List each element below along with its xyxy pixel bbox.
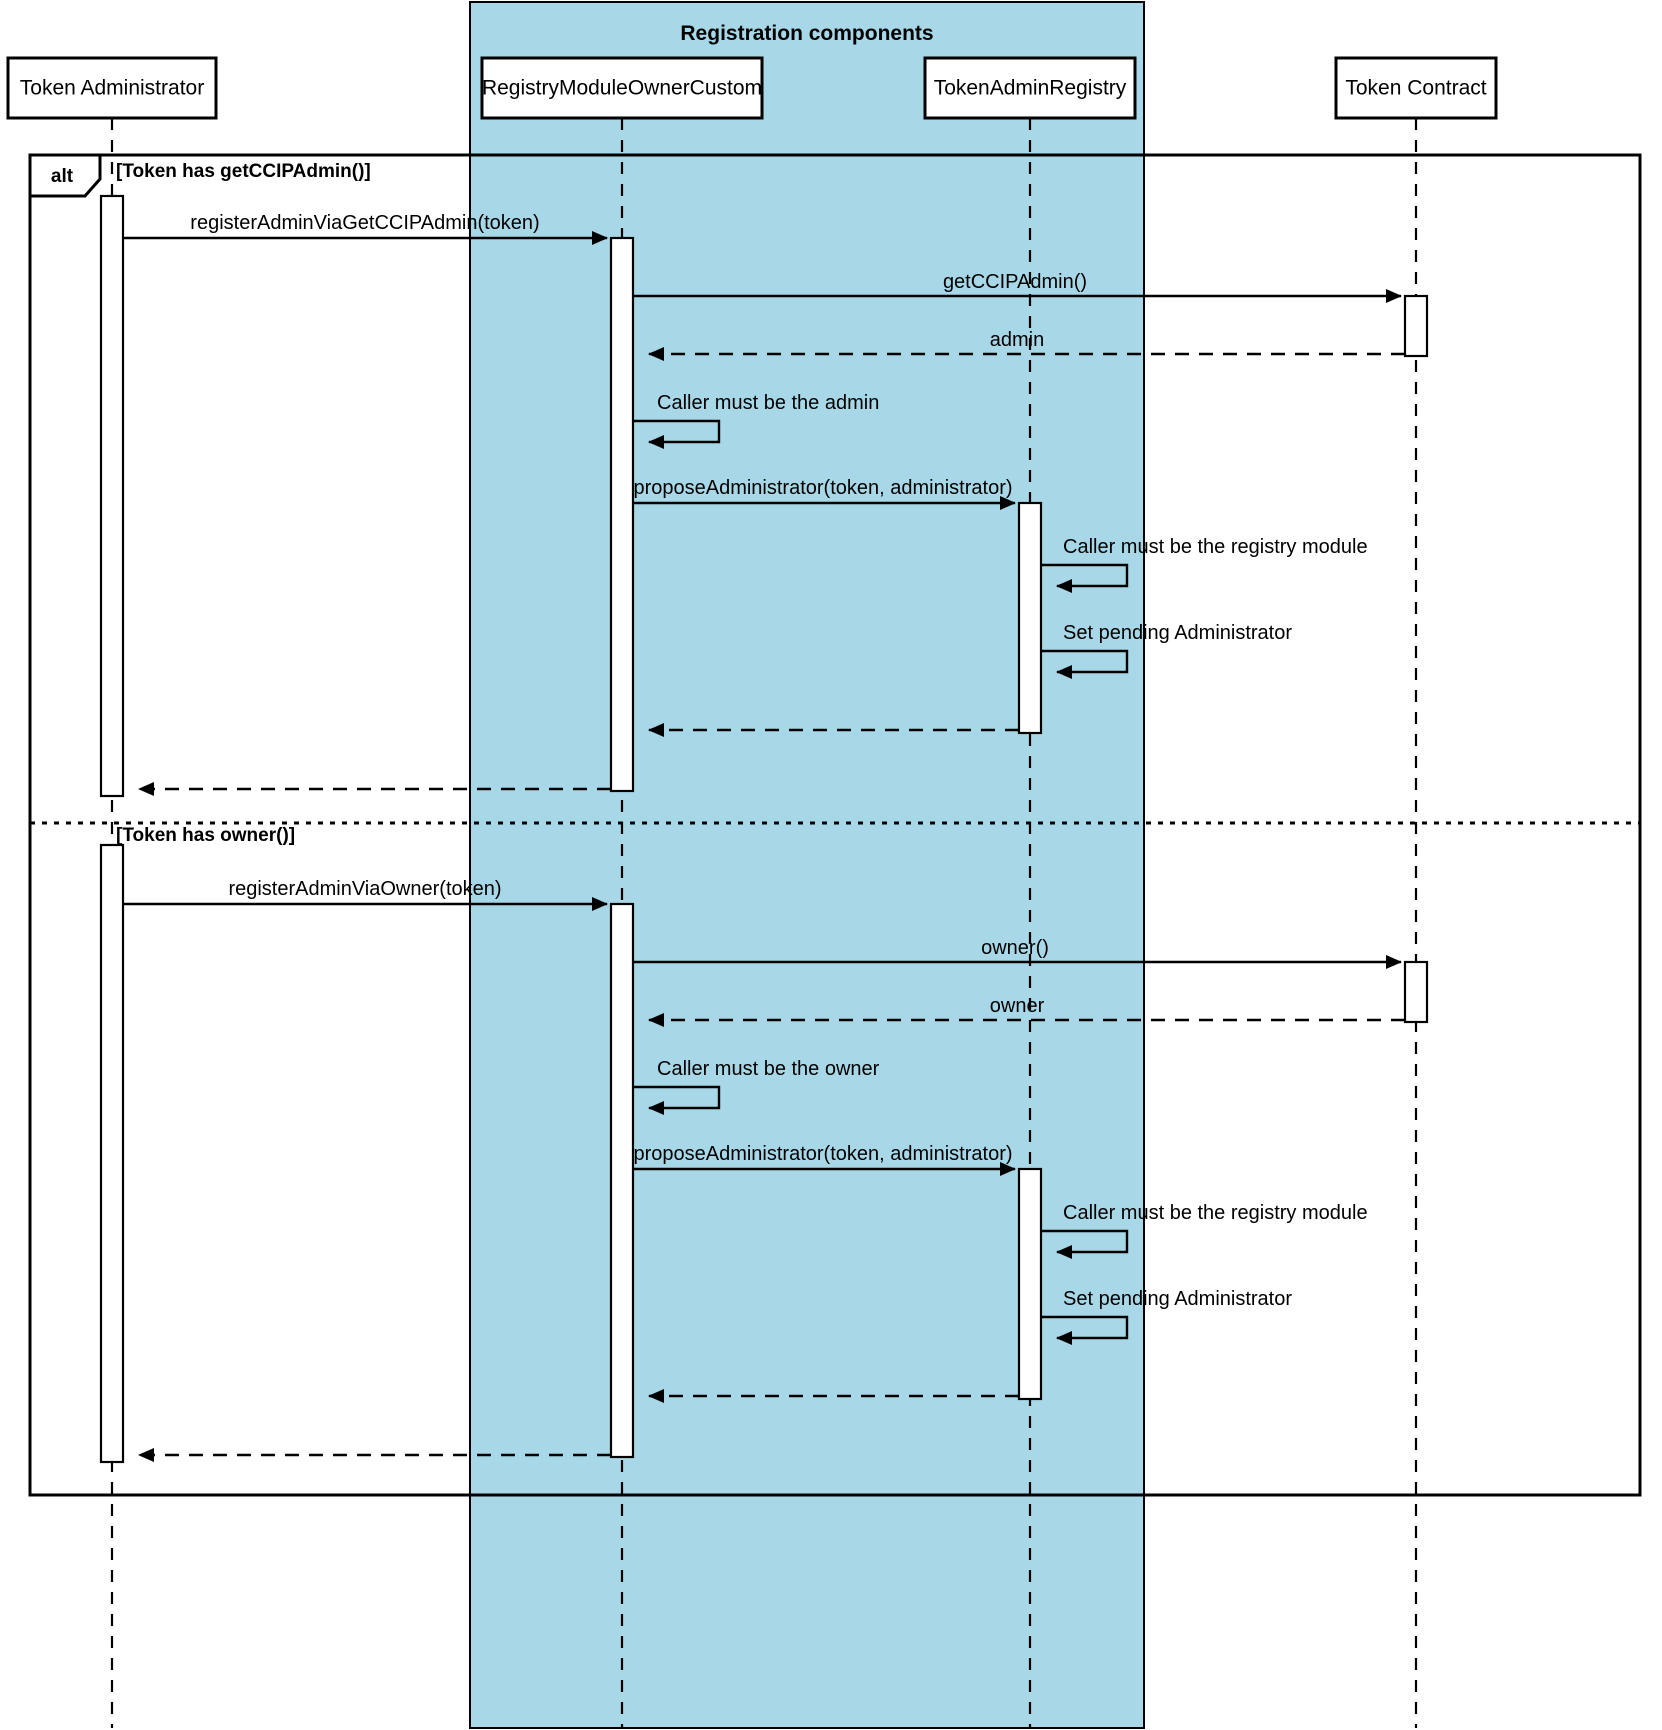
message-15: Caller must be the registry module	[1041, 1202, 1368, 1259]
activation-registrymoduleownercustom-1	[609, 236, 635, 793]
activation-token-contract-1	[1403, 294, 1429, 358]
message-label-5: proposeAdministrator(token, administrato…	[633, 477, 1012, 499]
participant-heads: Token Administrator RegistryModuleOwnerC…	[6, 56, 1498, 120]
message-label-1: registerAdminViaGetCCIPAdmin(token)	[190, 212, 539, 234]
message-label-6: Caller must be the registry module	[1063, 536, 1368, 558]
message-label-7: Set pending Administrator	[1063, 622, 1292, 644]
message-arrow-16	[1041, 1315, 1129, 1345]
message-10: registerAdminViaOwner(token)	[123, 878, 608, 911]
message-label-16: Set pending Administrator	[1063, 1288, 1292, 1310]
alt-guard-2: [Token has owner()]	[116, 825, 295, 846]
message-arrow-13	[633, 1085, 721, 1115]
alt-operator-tab	[28, 153, 102, 198]
message-11: owner()	[633, 937, 1402, 969]
message-4: Caller must be the admin	[633, 392, 879, 449]
message-1: registerAdminViaGetCCIPAdmin(token)	[123, 212, 608, 245]
message-label-3: admin	[990, 329, 1044, 351]
message-5: proposeAdministrator(token, administrato…	[633, 477, 1016, 510]
participant-token-administrator[interactable]: Token Administrator	[6, 56, 218, 120]
alt-operator-label: alt	[51, 166, 74, 187]
message-arrow-7	[1041, 649, 1129, 679]
participant-label-tokenadminregistry: TokenAdminRegistry	[934, 77, 1127, 100]
participant-label-token-contract: Token Contract	[1345, 77, 1486, 100]
message-label-10: registerAdminViaOwner(token)	[228, 878, 501, 900]
activation-token-contract-2	[1403, 960, 1429, 1024]
message-arrow-15	[1041, 1229, 1129, 1259]
message-12: owner	[648, 995, 1405, 1027]
message-label-11: owner()	[981, 937, 1049, 959]
activation-registrymoduleownercustom-2	[609, 902, 635, 1459]
participant-tokenadminregistry[interactable]: TokenAdminRegistry	[923, 56, 1137, 120]
message-16: Set pending Administrator	[1041, 1288, 1292, 1345]
message-14: proposeAdministrator(token, administrato…	[633, 1143, 1016, 1176]
message-label-15: Caller must be the registry module	[1063, 1202, 1368, 1224]
message-3: admin	[648, 329, 1405, 361]
alt-guard-1: [Token has getCCIPAdmin()]	[116, 161, 371, 182]
message-label-14: proposeAdministrator(token, administrato…	[633, 1143, 1012, 1165]
activation-tokenadminregistry-1	[1017, 501, 1043, 735]
message-arrow-6	[1041, 563, 1129, 593]
group-box-rect	[469, 1, 1145, 1729]
message-label-13: Caller must be the owner	[657, 1058, 880, 1080]
message-13: Caller must be the owner	[633, 1058, 880, 1115]
message-arrow-4	[633, 419, 721, 449]
participant-token-contract[interactable]: Token Contract	[1334, 56, 1498, 120]
message-label-12: owner	[990, 995, 1045, 1017]
message-6: Caller must be the registry module	[1041, 536, 1368, 593]
message-label-4: Caller must be the admin	[657, 392, 879, 414]
message-7: Set pending Administrator	[1041, 622, 1292, 679]
participant-registrymoduleownercustom[interactable]: RegistryModuleOwnerCustom	[480, 56, 764, 120]
activation-token-administrator-1	[99, 194, 125, 798]
participant-box-token-administrator	[6, 56, 218, 120]
participant-label-registrymoduleownercustom: RegistryModuleOwnerCustom	[482, 77, 762, 100]
activation-bars	[99, 194, 1429, 1464]
message-2: getCCIPAdmin()	[633, 271, 1402, 303]
participant-label-token-administrator: Token Administrator	[20, 77, 204, 100]
participant-box-token-contract	[1334, 56, 1498, 120]
group-title-label: Registration components	[680, 22, 933, 45]
alt-fragment-frame: alt [Token has getCCIPAdmin()] [Token ha…	[28, 153, 1642, 1497]
activation-token-administrator-2	[99, 843, 125, 1464]
message-label-2: getCCIPAdmin()	[943, 271, 1087, 293]
participant-box-tokenadminregistry	[923, 56, 1137, 120]
activation-tokenadminregistry-2	[1017, 1167, 1043, 1401]
participant-box-registrymoduleownercustom	[480, 56, 764, 120]
group-registration-components: Registration components	[469, 1, 1145, 1729]
alt-frame-rect	[28, 153, 1642, 1497]
